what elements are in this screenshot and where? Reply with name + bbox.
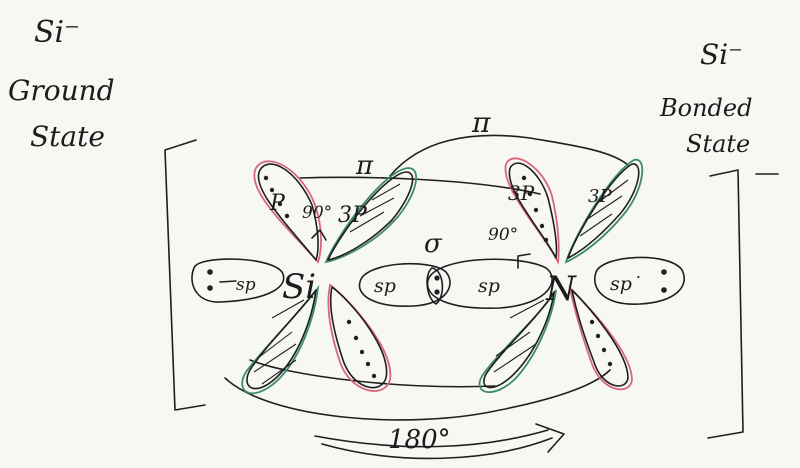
bonded-label-line2: State — [686, 130, 750, 158]
sigma-label: σ — [424, 229, 443, 259]
pi-top-label: π — [471, 106, 491, 139]
right-py-lobe-upper — [566, 160, 642, 262]
ground-label-line2: State — [30, 120, 105, 153]
pi-overlap-lower-line — [250, 360, 495, 387]
angle-180-label: 180° — [388, 425, 451, 455]
left-lone-pair-sp-label: sp — [236, 275, 256, 295]
left-90-angle-mark — [312, 230, 326, 240]
pi-overlap-upper-line — [300, 177, 540, 194]
left-atom-label: Si — [282, 267, 316, 307]
pi-overlap-bottom-arc — [225, 370, 610, 420]
right-90-angle-label: 90° — [488, 225, 518, 245]
pi-left-label: π — [355, 151, 374, 181]
right-pz-label: 3P — [508, 181, 535, 205]
left-bond-sp-label: sp — [374, 275, 396, 297]
right-py-label: 3P — [588, 186, 612, 207]
right-si-symbol: Si⁻ — [700, 38, 743, 71]
ground-label-line1: Ground — [8, 74, 115, 107]
left-si-symbol: Si⁻ — [34, 15, 80, 50]
right-bracket — [708, 170, 743, 438]
right-lone-pair-sp-label: sp˙ — [610, 273, 641, 295]
left-90-angle-label: 90° — [302, 203, 332, 223]
right-bond-sp-label: sp — [478, 275, 500, 297]
sigma-overlap-electrons — [427, 268, 442, 304]
left-bracket — [165, 140, 205, 410]
bonded-label-line1: Bonded — [659, 94, 752, 122]
left-pz-lobe-lower — [328, 285, 390, 391]
right-atom-label: N — [545, 269, 577, 309]
left-py-label: 3P — [338, 203, 368, 228]
right-pz-lobe-upper — [505, 158, 558, 262]
left-pz-label: P — [269, 191, 286, 216]
